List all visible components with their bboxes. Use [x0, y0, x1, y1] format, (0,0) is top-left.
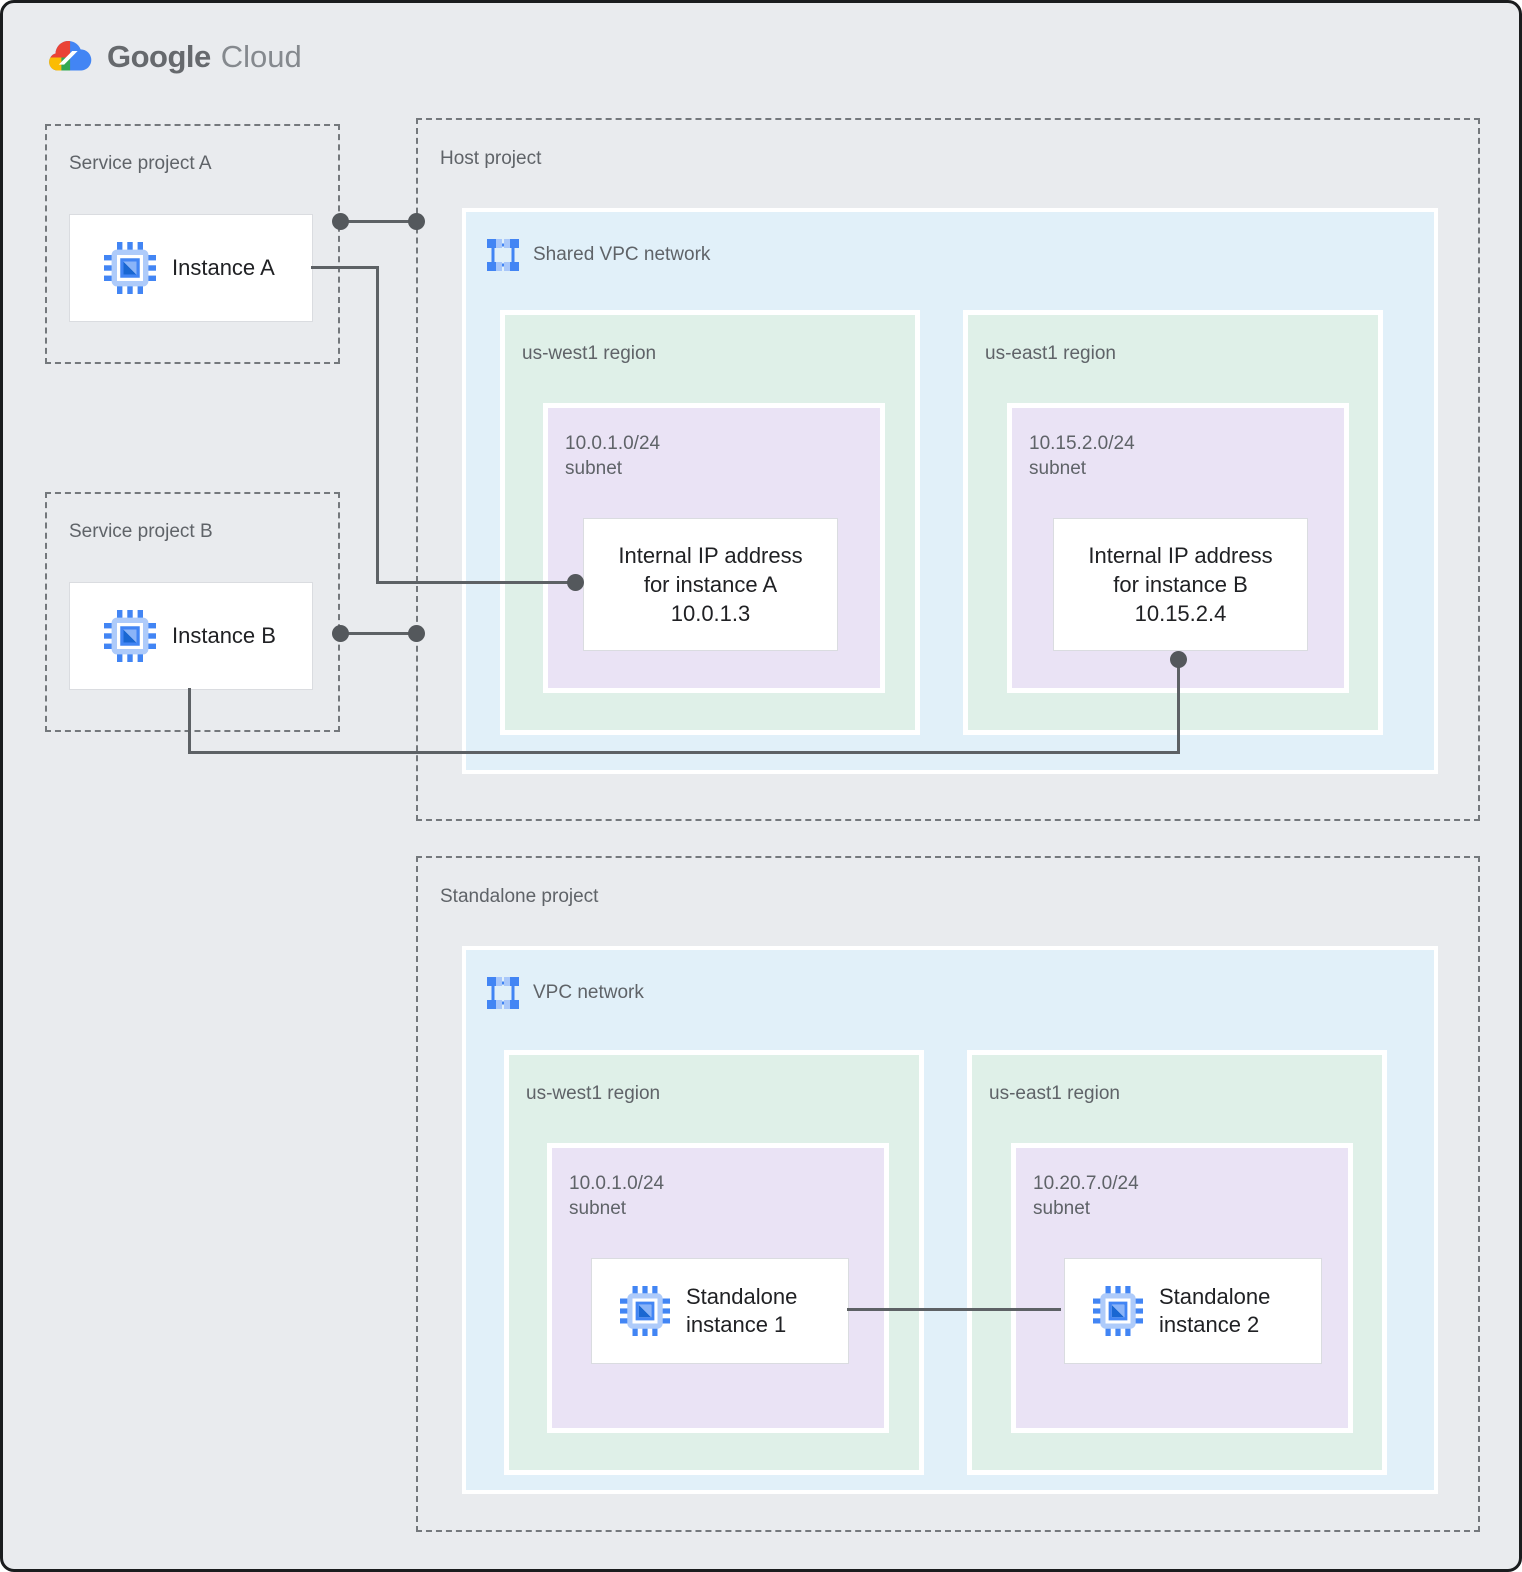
- connector-instance-a-seg1: [311, 266, 379, 269]
- standalone-east-subnet-cidr: 10.20.7.0/24: [1033, 1173, 1139, 1194]
- standalone-east-subnet-box: 10.20.7.0/24 subnet Standalone instance …: [1011, 1143, 1353, 1433]
- instance-a-label: Instance A: [172, 255, 275, 280]
- shared-vpc-network-header: Shared VPC network: [486, 238, 710, 272]
- host-east-subnet-cidr: 10.15.2.0/24: [1029, 433, 1135, 454]
- connector-spb-host: [340, 632, 416, 635]
- internal-ip-b-line2: for instance B: [1113, 572, 1248, 597]
- connector-spa-host: [340, 220, 416, 223]
- compute-instance-icon: [620, 1286, 670, 1336]
- service-project-a-box: Service project A Instance A: [45, 124, 340, 364]
- standalone-west-subnet-box: 10.0.1.0/24 subnet Standalone instance 1: [547, 1143, 889, 1433]
- compute-instance-icon: [104, 242, 156, 294]
- standalone-instance-1-label: Standalone instance 1: [686, 1283, 797, 1339]
- host-us-west1-region-label: us-west1 region: [522, 343, 657, 364]
- service-project-b-title: Service project B: [69, 521, 213, 542]
- host-west-subnet-label: 10.0.1.0/24 subnet: [565, 431, 660, 481]
- standalone-instance-2-line2: instance 2: [1159, 1312, 1260, 1337]
- connector-dot: [1170, 651, 1187, 668]
- internal-ip-b-text: Internal IP address for instance B 10.15…: [1088, 541, 1272, 628]
- connector-instance-b-seg1: [188, 688, 191, 753]
- connector-instance-a-seg3: [376, 581, 576, 584]
- connector-instance-b-seg3: [1177, 659, 1180, 754]
- standalone-us-west1-region-box: us-west1 region 10.0.1.0/24 subnet Stand…: [504, 1050, 924, 1475]
- connector-dot: [332, 213, 349, 230]
- standalone-us-west1-region-label: us-west1 region: [526, 1083, 661, 1104]
- vpc-network-box: VPC network us-west1 region 10.0.1.0/24 …: [462, 946, 1438, 1494]
- standalone-instance-2-box: Standalone instance 2: [1064, 1258, 1322, 1364]
- host-east-subnet-label: 10.15.2.0/24 subnet: [1029, 431, 1135, 481]
- host-us-east1-region-label: us-east1 region: [985, 343, 1116, 364]
- instance-b-label: Instance B: [172, 623, 276, 648]
- standalone-east-subnet-label: 10.20.7.0/24 subnet: [1033, 1171, 1139, 1221]
- host-us-east1-region-box: us-east1 region 10.15.2.0/24 subnet Inte…: [963, 310, 1383, 735]
- connector-dot: [408, 625, 425, 642]
- host-west-subnet-word: subnet: [565, 458, 623, 479]
- internal-ip-b-box: Internal IP address for instance B 10.15…: [1053, 518, 1308, 651]
- standalone-west-subnet-cidr: 10.0.1.0/24: [569, 1173, 665, 1194]
- standalone-project-title: Standalone project: [440, 886, 599, 907]
- vpc-network-icon: [486, 238, 520, 272]
- host-us-west1-region-box: us-west1 region 10.0.1.0/24 subnet Inter…: [500, 310, 920, 735]
- google-cloud-logo: Google Cloud: [43, 37, 302, 77]
- standalone-instance-2-label: Standalone instance 2: [1159, 1283, 1270, 1339]
- connector-dot: [567, 574, 584, 591]
- host-project-box: Host project Shared VPC network us-west1…: [416, 118, 1480, 821]
- internal-ip-a-line2: for instance A: [643, 572, 778, 597]
- internal-ip-a-text: Internal IP address for instance A 10.0.…: [618, 541, 802, 628]
- connector-instance-b-seg2: [188, 751, 1180, 754]
- compute-instance-icon: [1093, 1286, 1143, 1336]
- standalone-instance-1-line2: instance 1: [686, 1312, 787, 1337]
- google-cloud-icon: [43, 37, 95, 77]
- standalone-us-east1-region-box: us-east1 region 10.20.7.0/24 subnet Stan…: [967, 1050, 1387, 1475]
- connector-dot: [408, 213, 425, 230]
- host-east-subnet-box: 10.15.2.0/24 subnet Internal IP address …: [1007, 403, 1349, 693]
- standalone-east-subnet-word: subnet: [1033, 1198, 1091, 1219]
- connector-standalone-instances: [847, 1308, 1061, 1311]
- vpc-network-header: VPC network: [486, 976, 644, 1010]
- shared-vpc-network-label: Shared VPC network: [533, 244, 711, 265]
- standalone-west-subnet-word: subnet: [569, 1198, 627, 1219]
- standalone-west-subnet-label: 10.0.1.0/24 subnet: [569, 1171, 664, 1221]
- internal-ip-b-line1: Internal IP address: [1088, 543, 1273, 568]
- vpc-network-icon: [486, 976, 520, 1010]
- host-east-subnet-word: subnet: [1029, 458, 1087, 479]
- service-project-b-box: Service project B Instance B: [45, 492, 340, 732]
- vpc-network-label: VPC network: [533, 982, 644, 1003]
- standalone-instance-1-line1: Standalone: [686, 1284, 798, 1309]
- service-project-a-title: Service project A: [69, 153, 212, 174]
- host-project-title: Host project: [440, 148, 542, 169]
- connector-dot: [332, 625, 349, 642]
- logo-text-google: Google: [107, 39, 211, 74]
- standalone-project-box: Standalone project VPC network us-west1 …: [416, 856, 1480, 1532]
- instance-b-box: Instance B: [69, 582, 313, 690]
- standalone-instance-2-line1: Standalone: [1159, 1284, 1271, 1309]
- internal-ip-a-line1: Internal IP address: [618, 543, 803, 568]
- internal-ip-a-line3: 10.0.1.3: [670, 601, 751, 626]
- compute-instance-icon: [104, 610, 156, 662]
- instance-a-box: Instance A: [69, 214, 313, 322]
- connector-instance-a-seg2: [376, 266, 379, 584]
- host-west-subnet-box: 10.0.1.0/24 subnet Internal IP address f…: [543, 403, 885, 693]
- internal-ip-b-line3: 10.15.2.4: [1134, 601, 1227, 626]
- logo-text-cloud: Cloud: [220, 39, 302, 74]
- standalone-instance-1-box: Standalone instance 1: [591, 1258, 849, 1364]
- host-west-subnet-cidr: 10.0.1.0/24: [565, 433, 661, 454]
- shared-vpc-network-box: Shared VPC network us-west1 region 10.0.…: [462, 208, 1438, 774]
- standalone-us-east1-region-label: us-east1 region: [989, 1083, 1120, 1104]
- internal-ip-a-box: Internal IP address for instance A 10.0.…: [583, 518, 838, 651]
